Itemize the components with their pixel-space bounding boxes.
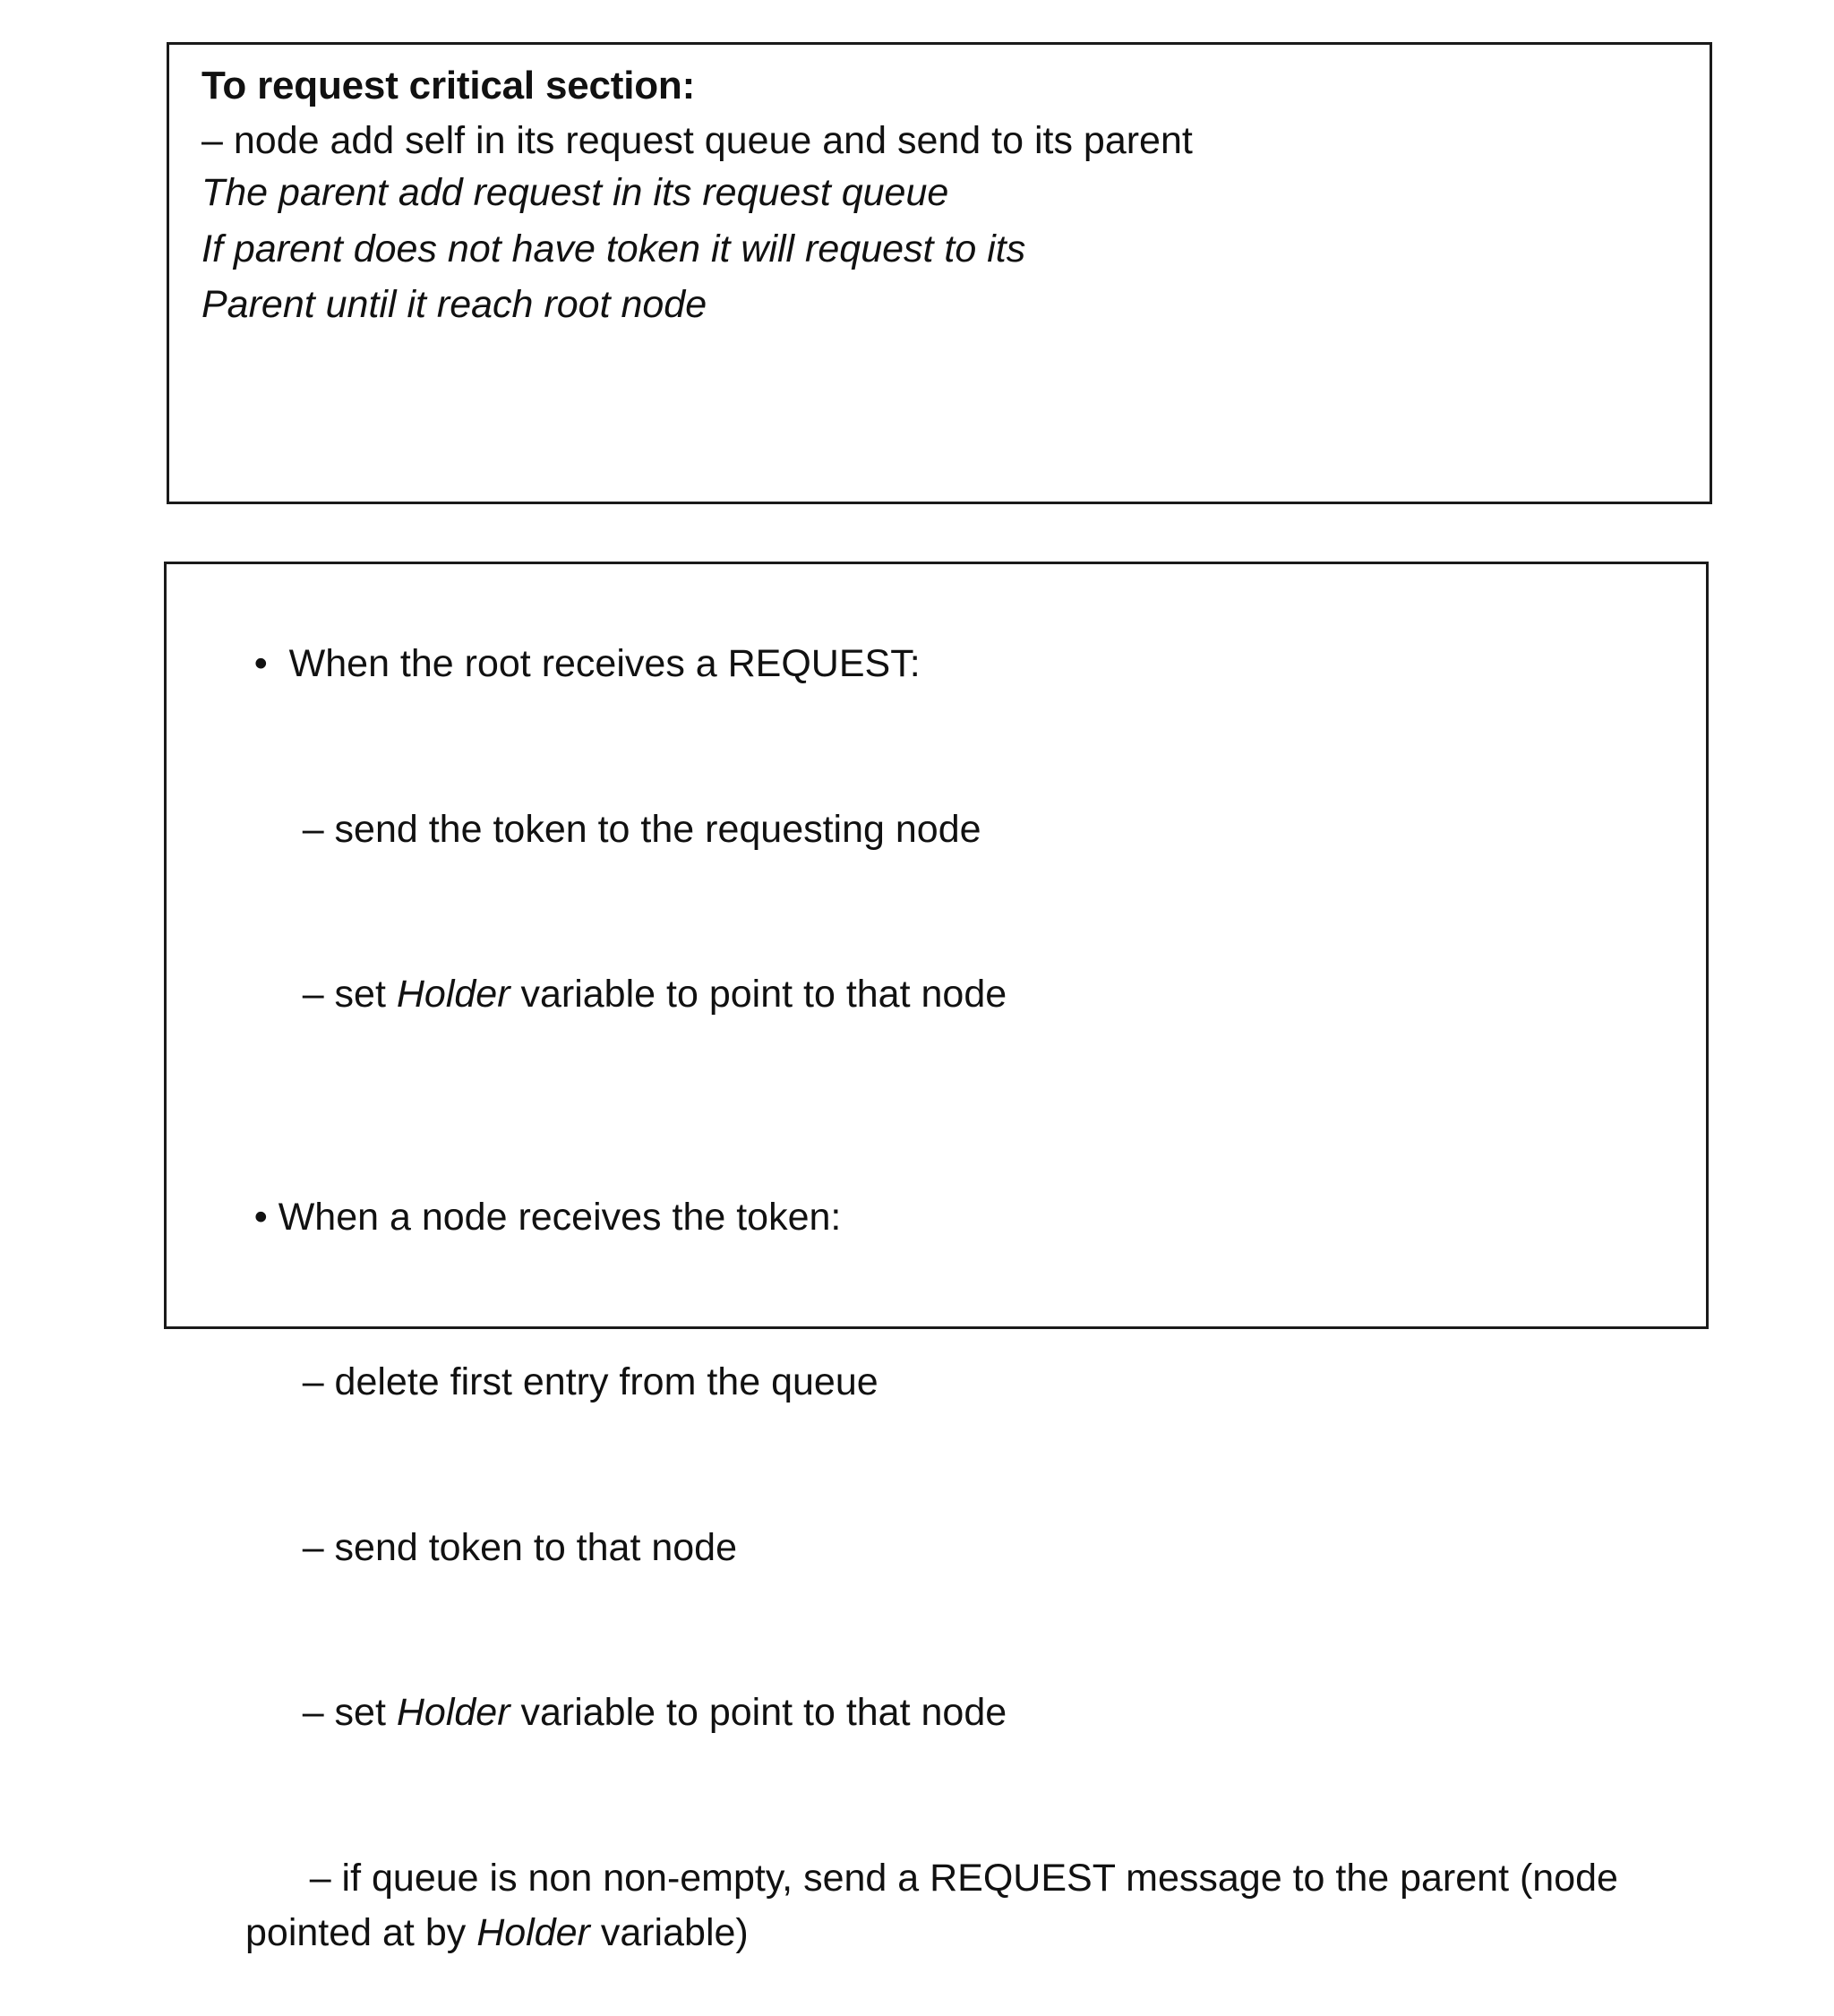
request-critical-section-box: To request critical section: – node add … — [167, 42, 1712, 504]
group-two-item-4: – if queue is non non-empty, send a REQU… — [190, 1796, 1683, 2016]
slide-canvas: To request critical section: – node add … — [164, 42, 1712, 1955]
group-two-item-4-emphasis: Holder — [476, 1911, 590, 1955]
group-two-item-3-post: variable to point to that node — [510, 1691, 1007, 1735]
box-one-line-3: If parent does not have token it will re… — [201, 227, 1026, 270]
group-one-heading-label: When the root receives a REQUEST: — [288, 642, 921, 686]
group-two-item-1: – delete first entry from the queue — [190, 1300, 1683, 1465]
group-one-item-1-pre: – send the token to the requesting node — [302, 807, 981, 851]
bullet-icon: • — [253, 642, 268, 686]
group-one-heading: • When the root receives a REQUEST: — [190, 582, 1683, 747]
box-one-line-1: – node add self in its request queue and… — [201, 119, 1193, 163]
group-one-item-2-emphasis: Holder — [396, 973, 510, 1017]
token-handling-box: • When the root receives a REQUEST: – se… — [164, 562, 1709, 1954]
group-two-item-1-pre: – delete first entry from the queue — [302, 1360, 878, 1404]
group-two-heading-label: When a node receives the token: — [278, 1195, 842, 1239]
group-one-item-2-post: variable to point to that node — [510, 973, 1007, 1017]
group-two-item-4-post: variable) — [589, 1911, 749, 1955]
group-two-item-3-pre: – set — [302, 1691, 397, 1735]
group-two-item-2: – send token to that node — [190, 1465, 1683, 1630]
group-two-item-4-pre: – if queue is non non-empty, send a REQU… — [245, 1856, 1629, 1955]
group-two-item-3-emphasis: Holder — [396, 1691, 510, 1735]
box-one-line-2: The parent add request in its request qu… — [201, 171, 949, 215]
box-one-line-4: Parent until it reach root node — [201, 283, 707, 326]
box-one-title: To request critical section: — [201, 64, 696, 107]
group-two-heading: • When a node receives the token: — [190, 1135, 1683, 1300]
bullet-icon: • — [253, 1195, 268, 1239]
group-one-item-2-pre: – set — [302, 973, 397, 1017]
group-two-item-2-pre: – send token to that node — [302, 1525, 738, 1569]
group-two-item-3: – set Holder variable to point to that n… — [190, 1631, 1683, 1796]
group-separator — [190, 1077, 1683, 1135]
group-one-item-1: – send the token to the requesting node — [190, 747, 1683, 912]
group-one-item-2: – set Holder variable to point to that n… — [190, 913, 1683, 1077]
